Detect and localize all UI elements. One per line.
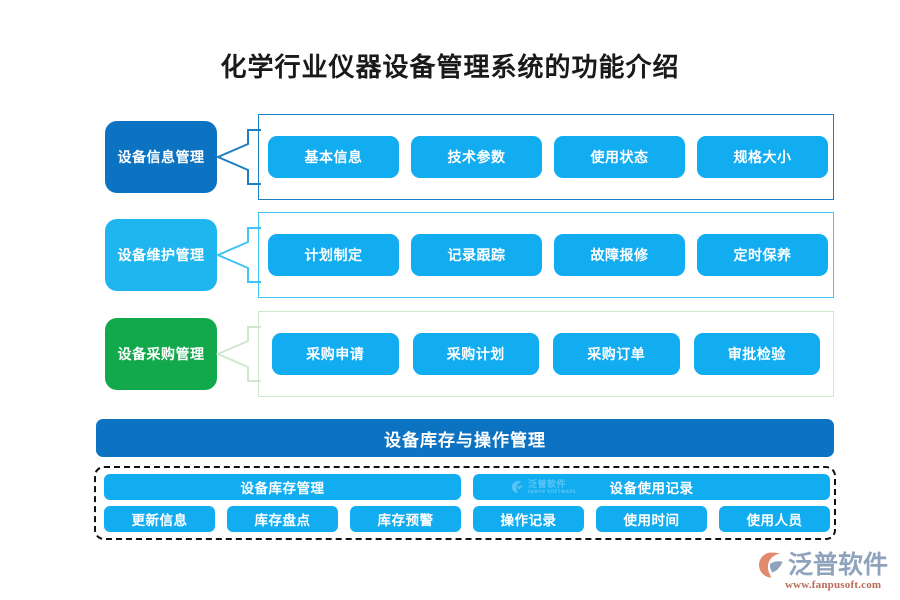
feature-pill[interactable]: 规格大小 [697, 136, 828, 178]
footer-brand-logo: 泛普软件 www.fanpusoft.com [757, 551, 889, 593]
footer-logo-top: 泛普软件 [757, 551, 888, 578]
wide-bar-usage-record[interactable]: 泛普软件 FANPU SOFTWARE 设备使用记录 [473, 474, 830, 500]
arrow-connector-icon [215, 128, 261, 186]
row-container [258, 311, 834, 397]
small-pill[interactable]: 更新信息 [104, 506, 215, 532]
row-items: 采购申请 采购计划 采购订单 审批检验 [272, 333, 820, 375]
wide-bar-inventory-management[interactable]: 设备库存管理 [104, 474, 461, 500]
footer-logo-cn: 泛普软件 [788, 550, 889, 579]
small-pill[interactable]: 使用时间 [596, 506, 707, 532]
row-container [258, 212, 834, 298]
wide-bar-row: 设备库存管理 泛普软件 FANPU SOFTWARE 设备使用记录 [104, 474, 830, 500]
row-items: 基本信息 技术参数 使用状态 规格大小 [268, 136, 828, 178]
feature-pill[interactable]: 记录跟踪 [411, 234, 542, 276]
inventory-operations-group: 设备库存管理 泛普软件 FANPU SOFTWARE 设备使用记录 [94, 466, 836, 540]
small-pill[interactable]: 库存预警 [350, 506, 461, 532]
feature-row-equipment-info: 设备信息管理 基本信息 技术参数 使用状态 规格大小 [0, 114, 900, 200]
small-pill[interactable]: 库存盘点 [227, 506, 338, 532]
category-box-equipment-procurement[interactable]: 设备采购管理 [105, 318, 217, 390]
row-container [258, 114, 834, 200]
small-pill-row: 更新信息 库存盘点 库存预警 操作记录 使用时间 使用人员 [104, 506, 830, 532]
feature-pill[interactable]: 定时保养 [697, 234, 828, 276]
feature-pill[interactable]: 基本信息 [268, 136, 399, 178]
wide-bar-label: 设备使用记录 [609, 481, 694, 497]
watermark-text: 泛普软件 FANPU SOFTWARE [528, 479, 577, 494]
fanpu-mark-icon [511, 480, 525, 494]
small-pill[interactable]: 操作记录 [473, 506, 584, 532]
section-banner-inventory-operations[interactable]: 设备库存与操作管理 [96, 419, 834, 457]
feature-pill[interactable]: 采购申请 [272, 333, 399, 375]
watermark-en: FANPU SOFTWARE [528, 488, 577, 494]
feature-pill[interactable]: 采购计划 [412, 333, 539, 375]
page-title: 化学行业仪器设备管理系统的功能介绍 [220, 53, 680, 83]
feature-pill[interactable]: 使用状态 [554, 136, 685, 178]
watermark-cn: 泛普软件 [528, 479, 567, 490]
row-items: 计划制定 记录跟踪 故障报修 定时保养 [268, 234, 828, 276]
fanpu-logo-icon [757, 551, 785, 578]
feature-pill[interactable]: 审批检验 [693, 333, 820, 375]
small-pill[interactable]: 使用人员 [719, 506, 830, 532]
feature-pill[interactable]: 计划制定 [268, 234, 399, 276]
feature-pill[interactable]: 故障报修 [554, 234, 685, 276]
feature-pill[interactable]: 技术参数 [411, 136, 542, 178]
arrow-connector-icon [215, 325, 261, 383]
feature-row-equipment-maintenance: 设备维护管理 计划制定 记录跟踪 故障报修 定时保养 [0, 212, 900, 298]
feature-row-equipment-procurement: 设备采购管理 采购申请 采购计划 采购订单 审批检验 [0, 311, 900, 397]
category-box-equipment-maintenance[interactable]: 设备维护管理 [105, 219, 217, 291]
wide-bar-label: 设备库存管理 [240, 481, 325, 497]
feature-pill[interactable]: 采购订单 [553, 333, 680, 375]
category-box-equipment-info[interactable]: 设备信息管理 [105, 121, 217, 193]
arrow-connector-icon [215, 226, 261, 284]
footer-logo-url: www.fanpusoft.com [785, 579, 882, 591]
watermark-logo: 泛普软件 FANPU SOFTWARE [511, 480, 576, 494]
